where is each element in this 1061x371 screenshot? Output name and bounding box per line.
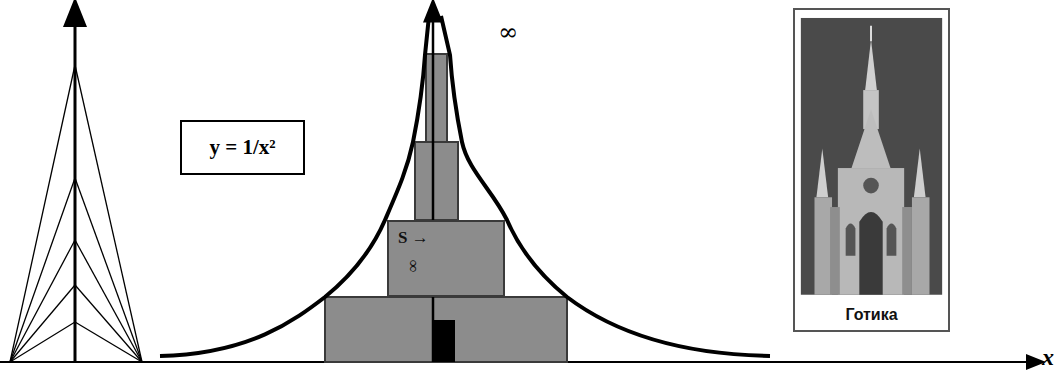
infinity-sign: ∞ (498, 18, 518, 46)
door (433, 320, 455, 362)
cathedral-picture (795, 10, 948, 330)
area-label: S → (398, 228, 512, 248)
axis-label: x (1042, 344, 1054, 371)
infinity-sign: ∞ (403, 260, 423, 272)
formula-text: y = 1/x² (209, 135, 275, 160)
lattice-tower (10, 12, 142, 362)
formula-box: y = 1/x² (180, 120, 305, 175)
stepped-tower (325, 54, 567, 362)
y-axis (432, 10, 435, 362)
curve-right (441, 16, 770, 356)
photo-frame: Готика (793, 8, 950, 332)
curve-left (160, 16, 429, 356)
tower-step: S →∞ (387, 220, 505, 297)
photo-caption: Готика (845, 306, 897, 324)
